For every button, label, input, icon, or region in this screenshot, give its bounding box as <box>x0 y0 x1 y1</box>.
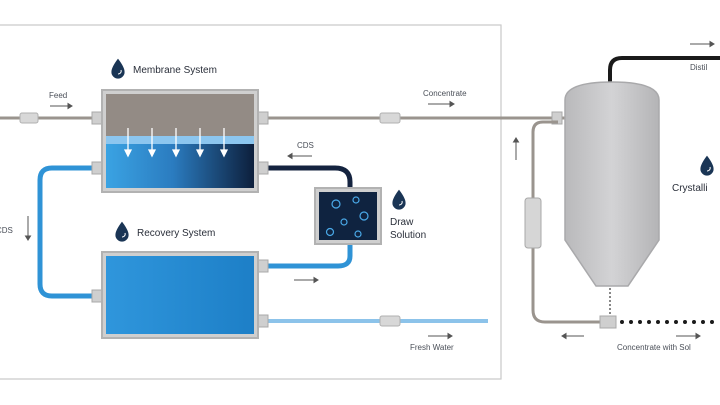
crystallizer-outlet-port <box>599 315 617 329</box>
cds-side-arrow <box>24 216 32 241</box>
recovery-droplet-icon <box>114 220 130 243</box>
recovery-right-port <box>257 259 269 273</box>
draw-return-arrow <box>294 276 319 284</box>
recovery-tank <box>101 251 259 339</box>
fresh-water-label: Fresh Water <box>410 343 454 352</box>
membrane-left-port <box>91 161 103 175</box>
crystallizer-inlet-port <box>551 111 563 125</box>
recovery-outlet-port <box>257 314 269 328</box>
cds-pipe <box>258 165 353 188</box>
draw-solution-particles <box>325 196 369 238</box>
concentrate-solids-label: Concentrate with Sol <box>617 343 691 352</box>
cds-side-label: CDS <box>0 226 13 235</box>
distillate-arrow <box>690 40 715 48</box>
concentrate-label: Concentrate <box>423 89 467 98</box>
cds-arrow <box>287 152 312 160</box>
solids-arrow <box>676 332 701 340</box>
feed-label: Feed <box>49 91 67 100</box>
membrane-outlet-port <box>257 111 269 125</box>
recovery-left-port <box>91 289 103 303</box>
distillate-pipe <box>608 56 720 84</box>
membrane-system-label: Membrane System <box>133 65 217 76</box>
fresh-water-coupling <box>379 315 401 327</box>
crystallizer-label: Crystalli <box>672 183 708 194</box>
concentrate-arrow <box>428 100 455 108</box>
feed-arrow <box>50 102 73 110</box>
cds-return-pipe <box>37 165 102 299</box>
recovery-system-label: Recovery System <box>137 228 215 239</box>
recycle-left-arrow <box>561 332 584 340</box>
crystallizer-vessel <box>564 81 660 287</box>
draw-solution-label-line2: Solution <box>390 230 426 241</box>
membrane-flow-arrows <box>123 128 229 158</box>
membrane-inlet-port <box>91 111 103 125</box>
distillate-label: Distil <box>690 63 708 72</box>
cds-label: CDS <box>297 141 314 150</box>
recycle-heater <box>524 197 542 249</box>
fresh-water-arrow <box>428 332 453 340</box>
draw-solution-tank <box>314 187 382 245</box>
concentrate-pipe-coupling <box>379 112 401 124</box>
membrane-right-port <box>257 161 269 175</box>
draw-return-pipe <box>258 244 353 269</box>
draw-solution-droplet-icon <box>391 188 407 211</box>
draw-solution-label-line1: Draw <box>390 217 414 228</box>
feed-pipe-coupling <box>19 112 39 124</box>
recycle-up-arrow <box>512 137 520 160</box>
membrane-droplet-icon <box>110 57 126 80</box>
membrane-tank <box>101 89 259 193</box>
crystallizer-droplet-icon <box>699 154 715 177</box>
